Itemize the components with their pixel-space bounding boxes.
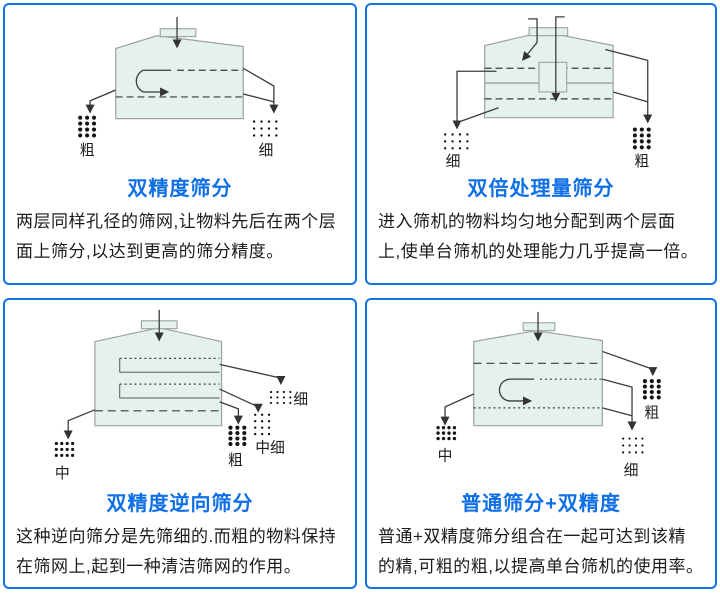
panel-title: 普通筛分+双精度 [461, 493, 621, 515]
machine-body [115, 35, 244, 120]
inlet-port [159, 28, 197, 38]
panel-title: 双倍处理量筛分 [467, 178, 615, 200]
coarse-label: 粗 [644, 405, 659, 422]
panel-double-throughput: 细 粗 双倍处理量筛分 进入筛机的物料均匀地分配到两个层面 上,使单台筛机的处理… [365, 3, 717, 285]
panel-description: 进入筛机的物料均匀地分配到两个层面 上,使单台筛机的处理能力几乎提高一倍。 [378, 212, 699, 261]
fine-dots-icon [269, 390, 292, 404]
coarse-label: 粗 [634, 153, 649, 170]
diagram-normal-plus-double-precision: 粗 细 中 [367, 300, 715, 488]
sieve-machine-diagram: 细 中细 粗 中 [54, 309, 308, 482]
coarse-dots-icon [632, 127, 651, 150]
sieve-decks [115, 69, 244, 98]
u-turn-arrow [498, 378, 535, 406]
panel-double-precision: 粗 细 双精度筛分 两层同样孔径的筛网,让物料先后在两个层 面上筛分,以达到更高… [3, 3, 357, 285]
sieve-trays [94, 357, 222, 412]
flow-arrows [452, 16, 653, 130]
fine-dots-icon [622, 437, 644, 454]
flow-arrows [63, 309, 286, 440]
coarse-dots-icon [642, 379, 661, 400]
fine-dots-icon [443, 133, 469, 150]
panel-description: 两层同样孔径的筛网,让物料先后在两个层 面上筛分,以达到更高的筛分精度。 [16, 212, 337, 261]
inlet-port [522, 322, 556, 332]
feed-pipe-right [551, 16, 565, 102]
feed-pipe-left [521, 18, 538, 61]
coarse-label: 粗 [228, 452, 243, 469]
panel-title: 双精度筛分 [127, 178, 233, 200]
medium-fine-label: 中细 [255, 439, 285, 456]
fine-label: 细 [624, 462, 639, 479]
flow-arrows [440, 311, 658, 431]
machine-body [94, 327, 223, 427]
splitter-box [538, 61, 568, 93]
machine-body [473, 330, 603, 427]
sieve-machine-diagram: 粗 细 中 [436, 311, 661, 479]
medium-label: 中 [438, 447, 453, 464]
panel-description: 普通+双精度筛分组合在一起可达到该精 的精,可粗的粗,以提高单台筛机的使用率。 [378, 527, 704, 576]
inlet-port [528, 27, 569, 37]
diagram-double-precision: 粗 细 [5, 5, 355, 173]
coarse-dots-icon [78, 115, 97, 138]
diagram-double-precision-reverse: 细 中细 粗 中 [5, 300, 355, 488]
medium-label: 中 [55, 465, 70, 482]
panel-normal-plus-double-precision: 粗 细 中 普通筛分+双精度 普通+双精度筛分组合在一起可达到该精 的精,可粗的… [365, 298, 717, 589]
medium-dots-icon [436, 425, 457, 441]
u-turn-arrow [135, 69, 172, 97]
panel-double-precision-reverse: 细 中细 粗 中 双精度逆向筛分 这种逆向筛分是先筛细的.而粗的物料保持 在筛网… [3, 298, 357, 589]
fine-dots-icon [252, 120, 278, 137]
coarse-dots-icon [228, 425, 247, 447]
medium-dots-icon [54, 441, 75, 457]
sieve-machine-diagram: 粗 细 [78, 16, 279, 159]
flow-arrows [85, 16, 279, 114]
diagram-double-throughput: 细 粗 [367, 5, 715, 173]
fine-label: 细 [293, 391, 308, 408]
panel-title: 双精度逆向筛分 [106, 493, 254, 515]
medium-fine-dots-icon [254, 413, 271, 436]
fine-label: 细 [446, 153, 461, 170]
fine-label: 细 [259, 142, 274, 159]
coarse-label: 粗 [80, 142, 95, 159]
sieve-machine-diagram: 细 粗 [443, 16, 653, 170]
panel-description: 这种逆向筛分是先筛细的.而粗的物料保持 在筛网上,起到一种清洁筛网的作用。 [16, 527, 337, 576]
